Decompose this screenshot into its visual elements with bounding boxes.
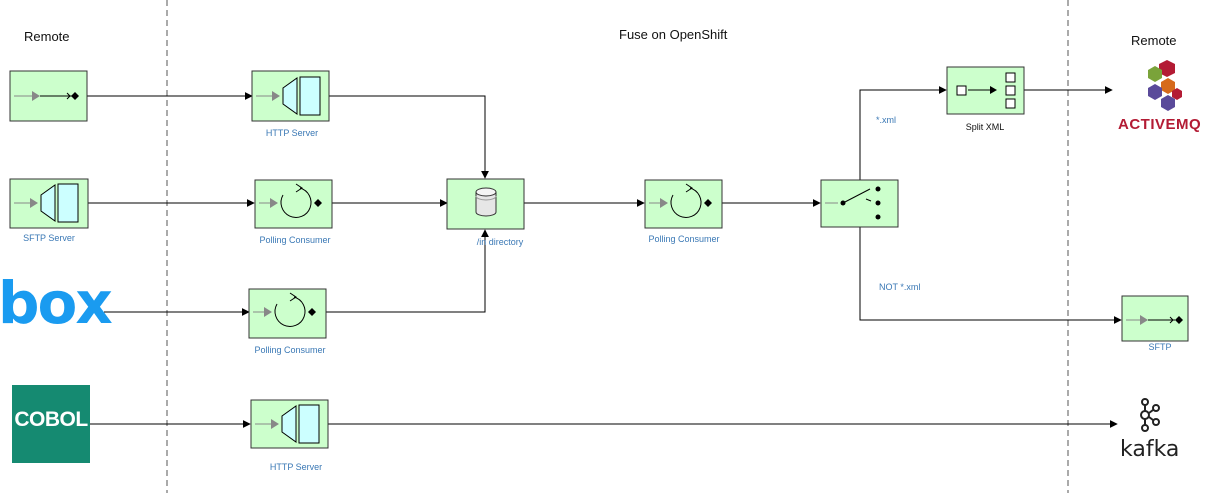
edge-http1-directory <box>329 95 489 179</box>
sftp-server-node <box>9 178 89 229</box>
activemq-logo <box>1148 60 1182 111</box>
split-xml-node <box>946 66 1025 115</box>
in-directory-node <box>446 178 525 230</box>
polling-consumer-node-2 <box>644 179 723 229</box>
http-server-label-1: HTTP Server <box>265 128 319 138</box>
cobol-logo-text: COBOL <box>14 408 88 431</box>
fuse-openshift-header: Fuse on OpenShift <box>619 27 728 42</box>
box-logo: box <box>0 269 113 337</box>
remote-left-header: Remote <box>24 29 70 44</box>
remote-endpoint-node <box>9 70 88 122</box>
http-server-node-1 <box>251 70 330 122</box>
kafka-logo <box>1140 398 1160 432</box>
edge-router-splitxml <box>859 86 947 180</box>
in-directory-label: /in directory <box>476 237 524 247</box>
kafka-logo-text: kafka <box>1120 437 1180 462</box>
activemq-logo-text: ACTIVEMQ <box>1118 116 1202 133</box>
polling-consumer-node-1 <box>254 179 333 229</box>
polling-consumer-node-3 <box>248 288 327 339</box>
connectors <box>87 86 1122 428</box>
sftp-label: SFTP <box>1148 342 1172 352</box>
polling-consumer-label-3: Polling Consumer <box>254 345 326 355</box>
sftp-server-label: SFTP Server <box>23 233 75 243</box>
split-xml-label: Split XML <box>965 122 1005 132</box>
http-server-node-2 <box>250 399 329 449</box>
remote-right-header: Remote <box>1131 33 1177 48</box>
not-xml-branch-label: NOT *.xml <box>879 282 921 292</box>
edge-router-sftp <box>859 227 1122 324</box>
cobol-logo <box>12 385 90 463</box>
xml-branch-label: *.xml <box>876 115 896 125</box>
polling-consumer-label-1: Polling Consumer <box>259 235 331 245</box>
content-router-node <box>820 179 899 228</box>
edge-polling3-directory <box>326 229 489 313</box>
sftp-target-node <box>1121 295 1189 342</box>
http-server-label-2: HTTP Server <box>269 462 323 472</box>
polling-consumer-label-2: Polling Consumer <box>648 234 720 244</box>
